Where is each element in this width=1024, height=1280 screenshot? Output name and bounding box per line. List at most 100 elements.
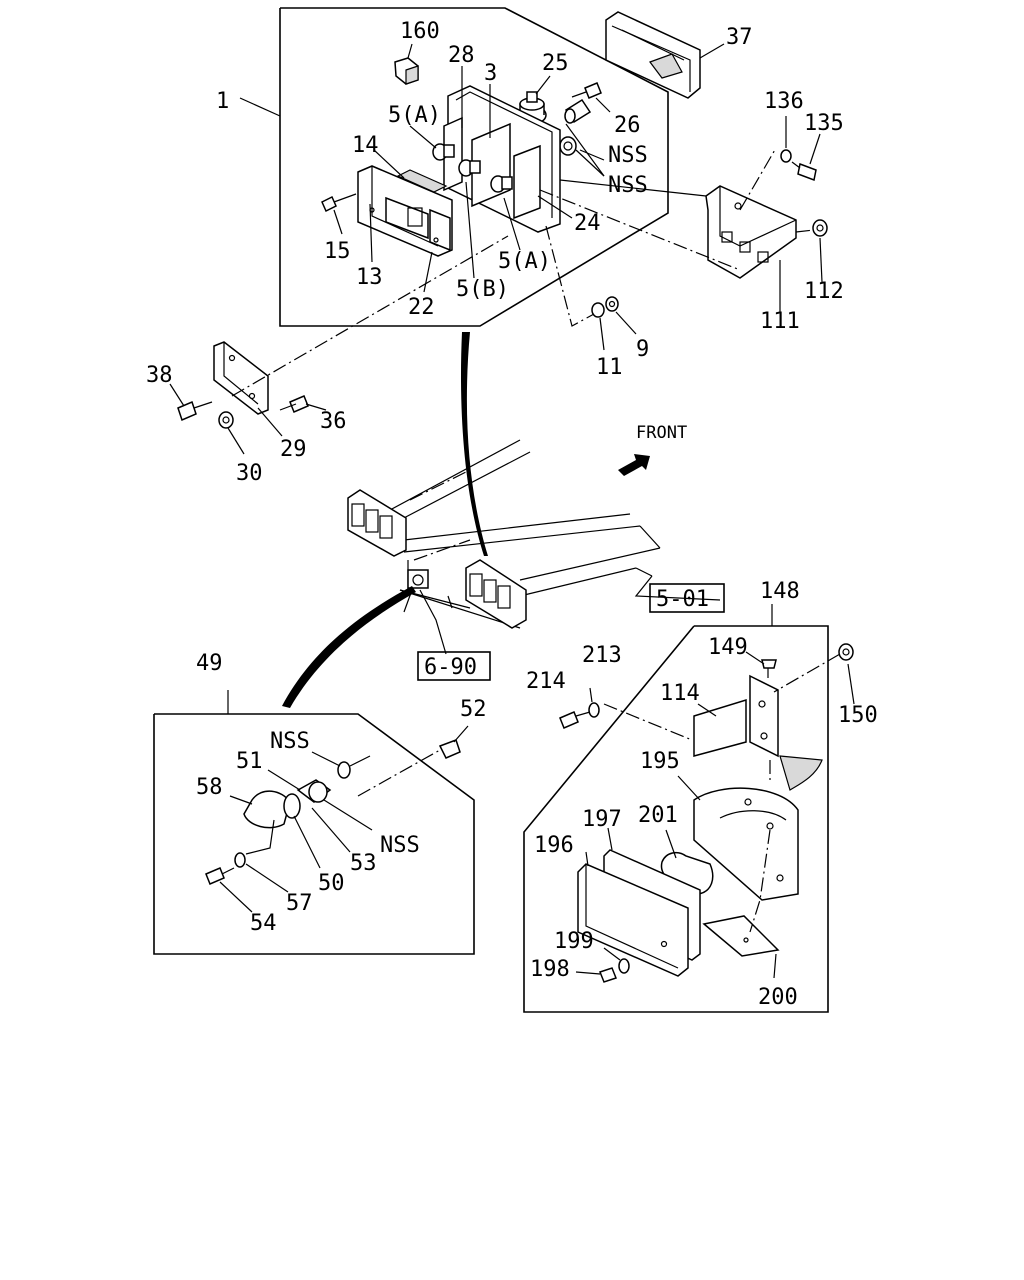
vehicle-lamp-left [347, 489, 407, 557]
label-37: 37 [726, 25, 753, 50]
label-24: 24 [574, 211, 601, 236]
part-37 [605, 11, 725, 99]
ref-box-501[interactable]: 5-01 [649, 583, 725, 613]
part-9-nut [605, 296, 619, 312]
bulb-5a-bottom [490, 175, 513, 193]
front-arrow-icon [618, 454, 650, 476]
label-201: 201 [638, 803, 678, 828]
part-52-connector [438, 739, 461, 759]
label-nss-2: NSS [608, 173, 648, 198]
connector-top-to-lamp [460, 332, 488, 556]
callout-box-49 [153, 713, 475, 955]
label-5a-bottom: 5(A) [498, 249, 551, 274]
part-54-screw [205, 867, 235, 885]
part-135-bolt [791, 161, 817, 182]
part-50-ring [283, 793, 301, 819]
bulb-5b [458, 159, 481, 177]
part-58-bulb [243, 790, 291, 829]
label-52: 52 [460, 697, 487, 722]
label-136: 136 [764, 89, 804, 114]
callout-box-148 [523, 625, 829, 1013]
part-214-bolt [559, 711, 591, 729]
front-indicator [618, 454, 650, 476]
label-160: 160 [400, 19, 440, 44]
label-1: 1 [216, 89, 229, 114]
part-11-washer [591, 302, 605, 318]
label-198: 198 [530, 957, 570, 982]
part-200-plate [702, 915, 780, 957]
vehicle-lamp-right [465, 559, 527, 629]
label-25: 25 [542, 51, 569, 76]
connector-49 [282, 586, 416, 708]
part-nss-wire [337, 755, 371, 779]
leaders-29 [169, 235, 509, 455]
label-196: 196 [534, 833, 574, 858]
label-3: 3 [484, 61, 497, 86]
part-29-bracket [213, 341, 269, 415]
label-148: 148 [760, 579, 800, 604]
part-111-bracket [705, 185, 797, 279]
label-111: 111 [760, 309, 800, 334]
ref-690-label: 6-90 [424, 655, 477, 680]
label-214: 214 [526, 669, 566, 694]
label-28: 28 [448, 43, 475, 68]
label-58: 58 [196, 775, 223, 800]
label-36: 36 [320, 409, 347, 434]
part-213-washer [588, 702, 600, 718]
part-57-washer [234, 852, 246, 868]
label-14: 14 [352, 133, 379, 158]
leaders-top [239, 43, 611, 293]
part-114-bracket [693, 674, 823, 791]
bulb-5a-top [432, 143, 455, 161]
part-30-nut [218, 411, 234, 429]
label-5b: 5(B) [456, 277, 509, 302]
part-22-plate [369, 196, 451, 252]
label-199: 199 [554, 929, 594, 954]
part-51-53-socket [296, 779, 332, 803]
part-195-housing [693, 787, 799, 901]
part-150-nut [838, 643, 854, 661]
part-199-washer [618, 958, 630, 974]
label-200: 200 [758, 985, 798, 1010]
label-57: 57 [286, 891, 313, 916]
nss-socket-2 [559, 136, 577, 156]
label-26: 26 [614, 113, 641, 138]
leaders-148 [585, 604, 855, 979]
label-30: 30 [236, 461, 263, 486]
part-196-lens [577, 863, 689, 977]
part-136-washer [780, 149, 792, 163]
label-9: 9 [636, 337, 649, 362]
front-label: FRONT [636, 423, 687, 443]
label-50: 50 [318, 871, 345, 896]
part-26 [571, 82, 602, 99]
part-198-screw [575, 967, 617, 983]
vehicle-frame [389, 439, 721, 629]
part-15-screw [321, 193, 357, 213]
part-14-lens [396, 169, 448, 193]
label-49: 49 [196, 651, 223, 676]
label-149: 149 [708, 635, 748, 660]
label-197: 197 [582, 807, 622, 832]
part-38-bolt [177, 400, 213, 422]
ref-501-label: 5-01 [656, 587, 709, 612]
label-53: 53 [350, 851, 377, 876]
label-15: 15 [324, 239, 351, 264]
part-112-nut [812, 219, 828, 237]
label-13: 13 [356, 265, 383, 290]
callout-box-top [279, 7, 669, 327]
nss-socket-1 [564, 98, 592, 124]
label-195: 195 [640, 749, 680, 774]
label-29: 29 [280, 437, 307, 462]
label-nss-3: NSS [270, 729, 310, 754]
label-11: 11 [596, 355, 623, 380]
vehicle-license-lamp [403, 569, 453, 655]
label-nss-4: NSS [380, 833, 420, 858]
label-54: 54 [250, 911, 277, 936]
part-149-screw [761, 659, 777, 678]
ref-box-690[interactable]: 6-90 [417, 651, 491, 681]
leaders-111 [539, 116, 823, 312]
label-150: 150 [838, 703, 878, 728]
leaders-49 [219, 690, 469, 913]
label-22: 22 [408, 295, 435, 320]
